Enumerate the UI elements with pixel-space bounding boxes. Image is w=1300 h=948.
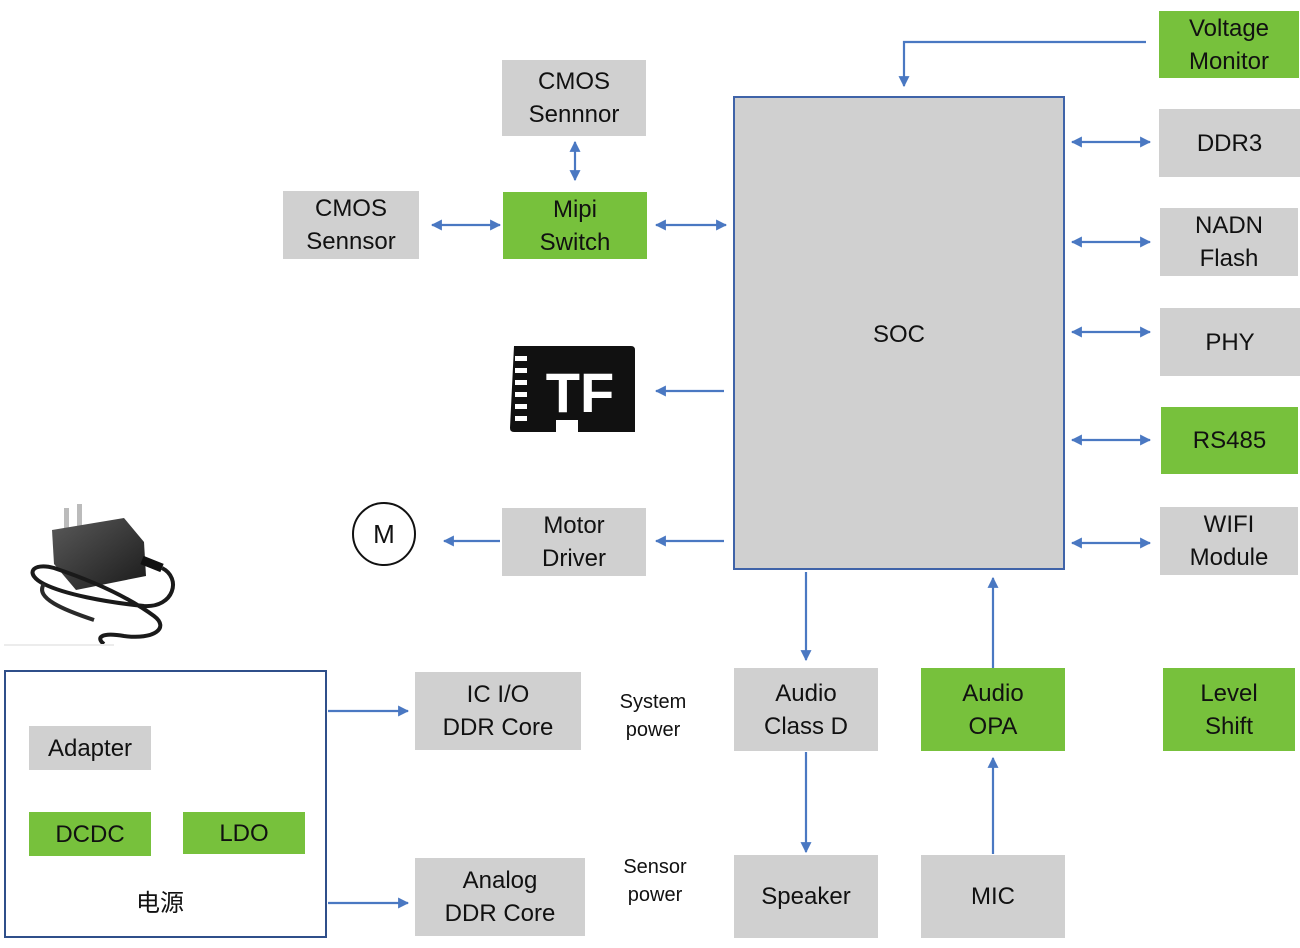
power-adapter-icon — [4, 498, 194, 658]
power-supply-title: 电源 — [136, 890, 184, 917]
motor-symbol-label: M — [373, 518, 395, 549]
cmos-sensor-left-block: CMOS Sennsor — [283, 191, 419, 259]
power-supply-group — [4, 670, 327, 938]
ldo-block: LDO — [183, 812, 305, 854]
motor-icon: M — [352, 502, 416, 566]
tf-card-label: TF — [546, 361, 614, 424]
cmos-sensor-top-block: CMOS Sennnor — [502, 60, 646, 136]
ic-io-ddr-core-block: IC I/O DDR Core — [415, 672, 581, 750]
adapter-block: Adapter — [29, 726, 151, 770]
tf-card-icon: TF — [510, 346, 635, 432]
arrow-voltage-to-soc — [898, 40, 1146, 88]
mipi-switch-block: Mipi Switch — [503, 192, 647, 259]
soc-block: SOC — [733, 96, 1065, 570]
wifi-module-block: WIFI Module — [1160, 507, 1298, 575]
audio-class-d-block: Audio Class D — [734, 668, 878, 751]
sensor-power-label: Sensor power — [623, 856, 687, 906]
phy-block: PHY — [1160, 308, 1300, 376]
system-power-label: System power — [619, 691, 687, 741]
motor-driver-block: Motor Driver — [502, 508, 646, 576]
dcdc-block: DCDC — [29, 812, 151, 856]
speaker-block: Speaker — [734, 855, 878, 938]
analog-ddr-core-block: Analog DDR Core — [415, 858, 585, 936]
rs485-block: RS485 — [1161, 407, 1298, 474]
nand-flash-block: NADN Flash — [1160, 208, 1298, 276]
mic-block: MIC — [921, 855, 1065, 938]
level-shift-block: Level Shift — [1163, 668, 1295, 751]
voltage-monitor-block: Voltage Monitor — [1159, 11, 1299, 78]
audio-opa-block: Audio OPA — [921, 668, 1065, 751]
ddr3-block: DDR3 — [1159, 109, 1300, 177]
